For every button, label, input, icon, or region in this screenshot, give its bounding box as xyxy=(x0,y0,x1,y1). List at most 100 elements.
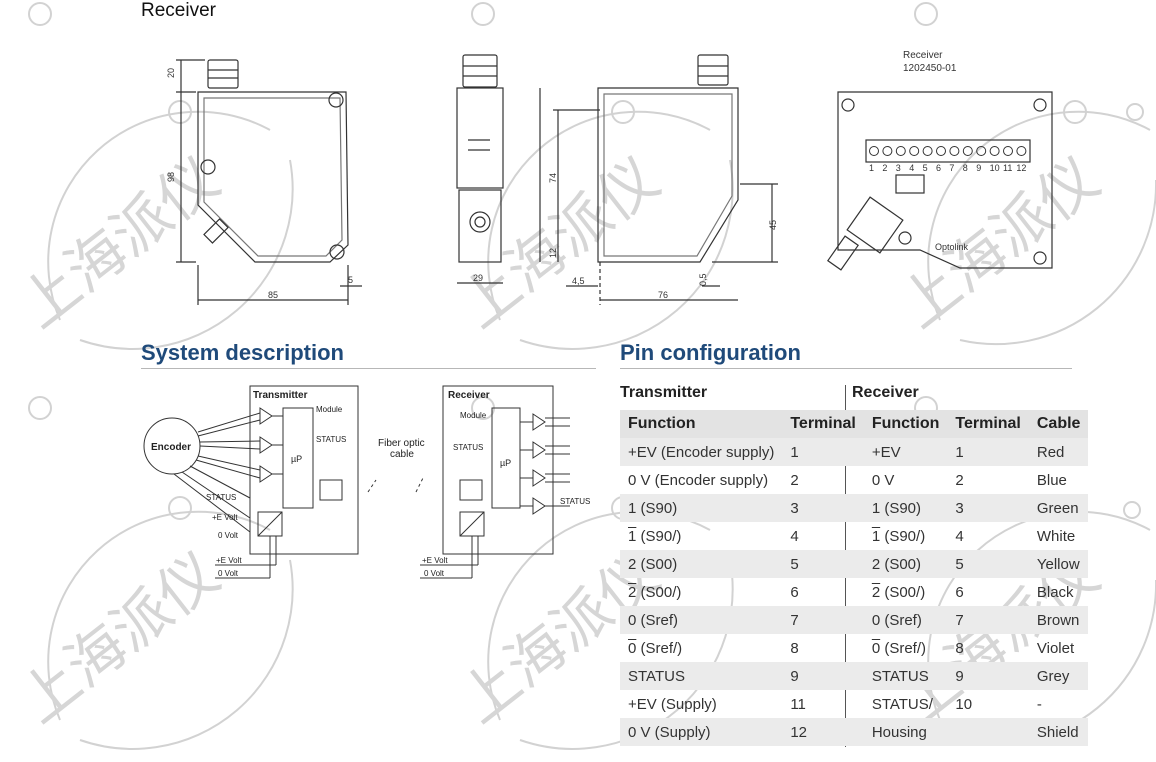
terminal-screw xyxy=(1003,146,1013,156)
rx-evolt-label: +E Volt xyxy=(422,556,448,565)
pin-receiver-heading: Receiver xyxy=(852,384,919,401)
rx-function-cell: 2 (S00/) xyxy=(871,583,926,601)
pin-title-rule xyxy=(620,368,1072,369)
rx-0volt-label: 0 Volt xyxy=(424,569,445,578)
system-title-rule xyxy=(141,368,596,369)
rx-function-cell: +EV xyxy=(863,438,948,466)
dim-20: 20 xyxy=(166,68,176,78)
tx-function-cell: +EV (Encoder supply) xyxy=(620,438,783,466)
terminal-screw xyxy=(882,146,893,156)
tx-function-cell: 1 (S90/) xyxy=(628,527,682,545)
terminal-number: 6 xyxy=(936,163,941,173)
terminal-screw xyxy=(976,146,987,156)
rx-module-label: Module xyxy=(460,411,487,420)
rx-terminal-cell: 7 xyxy=(947,606,1029,634)
terminal-number: 2 xyxy=(882,163,887,173)
tx-module-label: Module xyxy=(316,405,343,414)
terminal-screw xyxy=(949,146,960,156)
terminal-screw xyxy=(1016,146,1027,156)
cable-cell: Grey xyxy=(1028,662,1089,690)
front-view xyxy=(176,59,362,305)
tx-terminal-cell: 3 xyxy=(782,494,864,522)
rx-function-cell: Housing xyxy=(863,718,948,746)
tx-terminal-cell: 6 xyxy=(790,583,799,601)
pin-row: 0 V (Encoder supply) 2 0 V 2 Blue xyxy=(620,466,1088,494)
terminal-number: 7 xyxy=(949,163,954,173)
rx-terminal-cell: 10 xyxy=(955,695,973,713)
dim-76: 76 xyxy=(658,290,668,300)
terminal-screw xyxy=(895,146,906,156)
terminal-number: 10 xyxy=(990,163,1000,173)
tx-function-cell: 1 (S90) xyxy=(620,494,783,522)
tx-0volt-label: 0 Volt xyxy=(218,531,239,540)
header-tx-function: Function xyxy=(620,410,783,438)
rx-function-cell: STATUS xyxy=(863,662,948,690)
system-description-title: System description xyxy=(141,340,344,365)
cable-cell: Black xyxy=(1036,583,1074,601)
tx-terminal-cell: 1 xyxy=(782,438,864,466)
terminal-number: 8 xyxy=(963,163,968,173)
terminal-screw xyxy=(922,146,933,156)
pin-table: Function Terminal Function Terminal Cabl… xyxy=(620,410,1089,746)
terminal-number: 9 xyxy=(976,163,981,173)
tx-function-cell: 0 (Sref) xyxy=(620,606,783,634)
rx-function-cell: 0 (Sref/) xyxy=(871,639,927,657)
cable-cell: Shield xyxy=(1028,718,1089,746)
tx-mup-label: µP xyxy=(291,454,302,464)
terminal-number: 4 xyxy=(909,163,914,173)
fiber-label-1: Fiber optic xyxy=(378,438,425,449)
rx-status-pin-label: STATUS xyxy=(560,497,590,506)
terminal-screw xyxy=(936,146,946,156)
dim-45: 45 xyxy=(768,220,778,230)
page-title: Receiver xyxy=(141,0,216,21)
tx-terminal-cell: 2 xyxy=(790,471,799,489)
dim-0-5: 0,5 xyxy=(698,273,708,286)
transmitter-block-label: Transmitter xyxy=(253,390,308,401)
cable-cell: Blue xyxy=(1036,471,1067,489)
tx-status-pin-label: STATUS xyxy=(206,493,236,502)
receiver-block-label: Receiver xyxy=(448,390,490,401)
receiver-part-number: 1202450-01 xyxy=(903,63,957,74)
tx-terminal-cell: 12 xyxy=(782,718,864,746)
header-cable: Cable xyxy=(1028,410,1089,438)
terminal-screw xyxy=(962,146,973,156)
dim-98: 98 xyxy=(166,172,176,182)
cable-cell: Violet xyxy=(1036,639,1075,657)
tx-terminal-cell: 9 xyxy=(782,662,864,690)
rx-function-cell: 0 V xyxy=(871,471,895,489)
terminal-number: 1 xyxy=(869,163,874,173)
dim-85: 85 xyxy=(268,290,278,300)
tx-terminal-cell: 8 xyxy=(790,639,799,657)
rx-terminal-cell xyxy=(947,718,1029,746)
tx-status-label: STATUS xyxy=(316,435,346,444)
tx-function-cell: 2 (S00/) xyxy=(628,583,682,601)
rx-function-cell: 2 (S00) xyxy=(863,550,948,578)
tx-function-cell: 0 V (Encoder supply) xyxy=(628,471,769,489)
rx-terminal-cell: 8 xyxy=(955,639,964,657)
cable-cell: Red xyxy=(1028,438,1089,466)
side-view xyxy=(456,54,504,284)
brand-label: Optolink xyxy=(935,242,969,252)
rx-terminal-cell: 2 xyxy=(955,471,964,489)
rx-terminal-cell: 9 xyxy=(947,662,1029,690)
receiver-drawings: 20 98 85 5 29 74 12 45 4,5 0,5 76 Receiv… xyxy=(166,50,1053,305)
cable-cell: Brown xyxy=(1028,606,1089,634)
tx-terminal-cell: 4 xyxy=(790,527,799,545)
tx-terminal-cell: 7 xyxy=(782,606,864,634)
rx-function-cell: 1 (S90) xyxy=(863,494,948,522)
cable-cell: - xyxy=(1036,695,1042,713)
terminal-board-view xyxy=(827,91,1053,271)
supply-0volt-label: 0 Volt xyxy=(218,569,239,578)
pin-transmitter-heading: Transmitter xyxy=(620,384,708,401)
tx-terminal-cell: 5 xyxy=(782,550,864,578)
